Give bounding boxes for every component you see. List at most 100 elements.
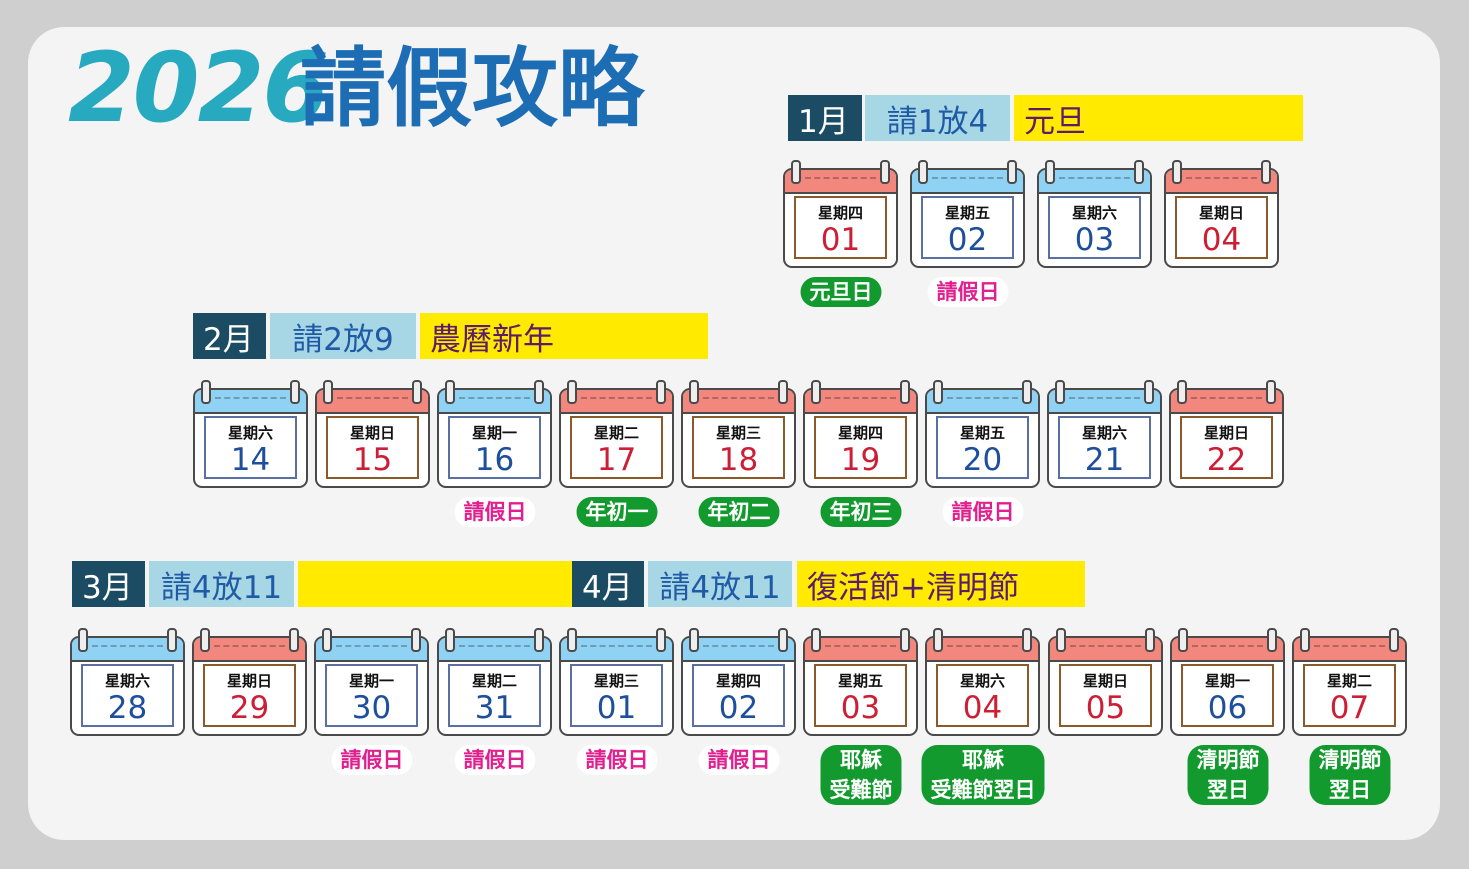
calendar-header (72, 638, 183, 662)
binder-ring-icon (1022, 628, 1032, 652)
calendar-page: 星期四 19 (803, 388, 918, 488)
leave-ratio-jan: 請1放4 (865, 95, 1010, 141)
calendar-header (1172, 638, 1283, 662)
binder-ring-icon (918, 160, 928, 184)
calendar-date-box: 星期四 02 (692, 664, 785, 727)
calendar-date-box: 星期日 22 (1180, 416, 1273, 479)
public-holiday-tag: 耶穌 受難節 (820, 745, 902, 805)
binder-ring-icon (778, 380, 788, 404)
calendar-page: 星期三 01 (559, 636, 674, 736)
binder-ring-icon (1007, 160, 1017, 184)
calendar-header (561, 390, 672, 414)
calendar-date-box: 星期日 29 (203, 664, 296, 727)
day-number: 29 (229, 690, 270, 726)
weekday-label: 星期四 (837, 424, 883, 442)
day-number: 16 (474, 442, 515, 478)
calendar-header (805, 638, 916, 662)
weekday-label: 星期一 (348, 672, 394, 690)
weekday-label: 星期五 (944, 204, 990, 222)
binder-ring-icon (933, 628, 943, 652)
day-number: 15 (352, 442, 393, 478)
calendar-day-card: 星期日 04 (1164, 160, 1279, 268)
calendar-day-card: 星期五 03 (803, 628, 918, 736)
calendar-page: 星期二 17 (559, 388, 674, 488)
binder-ring-icon (78, 628, 88, 652)
calendar-header (912, 170, 1023, 194)
calendar-page: 星期六 28 (70, 636, 185, 736)
day-number: 22 (1206, 442, 1247, 478)
weekday-label: 星期日 (1198, 204, 1244, 222)
binder-ring-icon (1261, 160, 1271, 184)
month-label-feb: 2月 (193, 313, 266, 359)
calendar-header (683, 638, 794, 662)
calendar-day-card: 星期四 19 (803, 380, 918, 488)
binder-ring-icon (567, 628, 577, 652)
calendar-header (805, 390, 916, 414)
binder-ring-icon (534, 380, 544, 404)
public-holiday-tag: 清明節 翌日 (1309, 745, 1391, 805)
binder-ring-icon (200, 628, 210, 652)
weekday-label: 星期六 (104, 672, 150, 690)
public-holiday-tag: 年初三 (820, 497, 902, 527)
calendar-day-card: 星期六 04 (925, 628, 1040, 736)
weekday-label: 星期日 (1203, 424, 1249, 442)
binder-ring-icon (445, 628, 455, 652)
weekday-label: 星期五 (959, 424, 1005, 442)
binder-ring-icon (811, 628, 821, 652)
binder-ring-icon (933, 380, 943, 404)
binder-ring-icon (1056, 628, 1066, 652)
calendar-page: 星期二 31 (437, 636, 552, 736)
calendar-day-card: 星期日 15 (315, 380, 430, 488)
day-number: 04 (1201, 222, 1242, 258)
calendar-page: 星期四 02 (681, 636, 796, 736)
calendar-day-card: 星期日 22 (1169, 380, 1284, 488)
calendar-date-box: 星期三 01 (570, 664, 663, 727)
binder-ring-icon (1022, 380, 1032, 404)
weekday-label: 星期二 (471, 672, 517, 690)
month-label-apr: 4月 (572, 561, 644, 607)
calendar-date-box: 星期二 17 (570, 416, 663, 479)
calendar-day-card: 星期一 06 (1170, 628, 1285, 736)
calendar-header (1049, 390, 1160, 414)
day-number: 28 (107, 690, 148, 726)
calendar-page: 星期四 01 (783, 168, 898, 268)
calendar-day-card: 星期一 16 (437, 380, 552, 488)
day-number: 03 (1074, 222, 1115, 258)
weekday-label: 星期一 (1204, 672, 1250, 690)
calendar-header (439, 638, 550, 662)
day-number: 01 (596, 690, 637, 726)
calendar-day-card: 星期二 31 (437, 628, 552, 736)
calendar-date-box: 星期日 04 (1175, 196, 1268, 259)
calendar-day-card: 星期五 20 (925, 380, 1040, 488)
weekday-label: 星期日 (349, 424, 395, 442)
binder-ring-icon (1145, 628, 1155, 652)
month-label-mar: 3月 (72, 561, 145, 607)
public-holiday-tag: 年初一 (576, 497, 658, 527)
calendar-day-card: 星期六 14 (193, 380, 308, 488)
calendar-date-box: 星期四 01 (794, 196, 887, 259)
calendar-day-card: 星期二 17 (559, 380, 674, 488)
day-number: 06 (1207, 690, 1248, 726)
binder-ring-icon (167, 628, 177, 652)
calendar-date-box: 星期三 18 (692, 416, 785, 479)
binder-ring-icon (811, 380, 821, 404)
calendar-page: 星期日 29 (192, 636, 307, 736)
title-main: 請假攻略 (300, 39, 644, 139)
calendar-header (1050, 638, 1161, 662)
weekday-label: 星期六 (959, 672, 1005, 690)
leave-ratio-apr: 請4放11 (648, 561, 792, 607)
binder-ring-icon (900, 380, 910, 404)
weekday-label: 星期一 (471, 424, 517, 442)
calendar-page: 星期五 02 (910, 168, 1025, 268)
leave-day-tag: 請假日 (454, 497, 536, 527)
day-number: 17 (596, 442, 637, 478)
calendar-date-box: 星期六 28 (81, 664, 174, 727)
calendar-page: 星期日 05 (1048, 636, 1163, 736)
calendar-day-card: 星期一 30 (314, 628, 429, 736)
public-holiday-tag: 年初二 (698, 497, 780, 527)
binder-ring-icon (445, 380, 455, 404)
calendar-page: 星期五 20 (925, 388, 1040, 488)
calendar-header (927, 638, 1038, 662)
holiday-name-jan: 元旦 (1014, 95, 1303, 141)
weekday-label: 星期六 (1081, 424, 1127, 442)
